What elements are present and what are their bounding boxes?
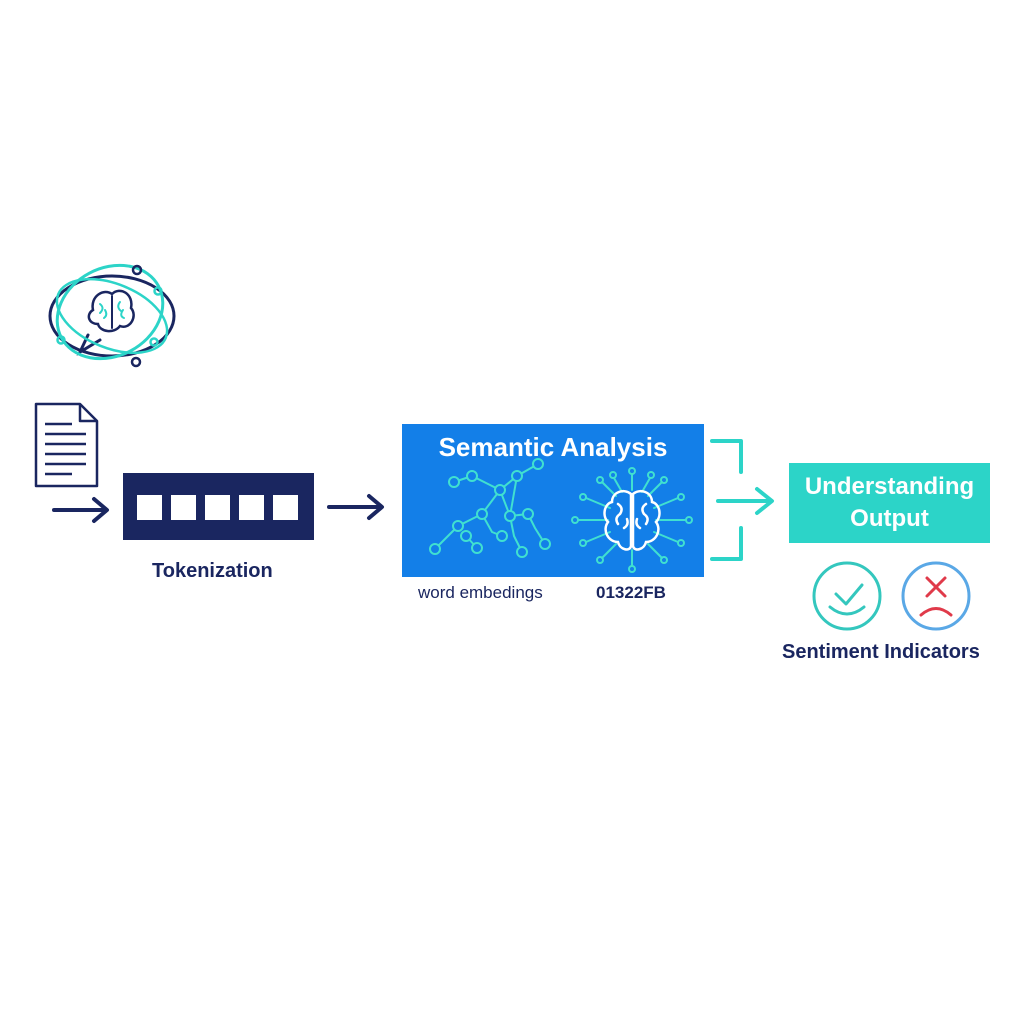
- tokenization-label: Tokenization: [152, 560, 273, 582]
- sentiment-indicators-label: Sentiment Indicators: [782, 641, 980, 663]
- token-4: [239, 495, 264, 520]
- understanding-output-box: Understanding Output: [789, 463, 990, 543]
- semantic-analysis-title: Semantic Analysis: [438, 432, 668, 462]
- output-title-line2: Output: [850, 505, 929, 532]
- arrow-to-output: [710, 439, 774, 561]
- token-2: [171, 495, 196, 520]
- arrow-to-semantic-analysis: [327, 494, 384, 520]
- semantic-analysis-box: [402, 424, 704, 577]
- tokenization-block: [123, 473, 314, 540]
- output-title-line1: Understanding: [804, 473, 975, 500]
- token-5: [273, 495, 298, 520]
- negative-sentiment-icon: [901, 561, 971, 631]
- arrow-to-tokenization: [52, 497, 109, 523]
- positive-sentiment-icon: [812, 561, 882, 631]
- token-1: [137, 495, 162, 520]
- token-3: [205, 495, 230, 520]
- embedding-code-label: 01322FB: [596, 583, 666, 602]
- neural-brain-icon: [571, 467, 693, 573]
- word-embeddings-label: word embedings: [418, 583, 543, 602]
- brain-chat-icon: [48, 263, 176, 368]
- document-icon: [34, 402, 99, 488]
- network-graph-icon: [429, 458, 551, 558]
